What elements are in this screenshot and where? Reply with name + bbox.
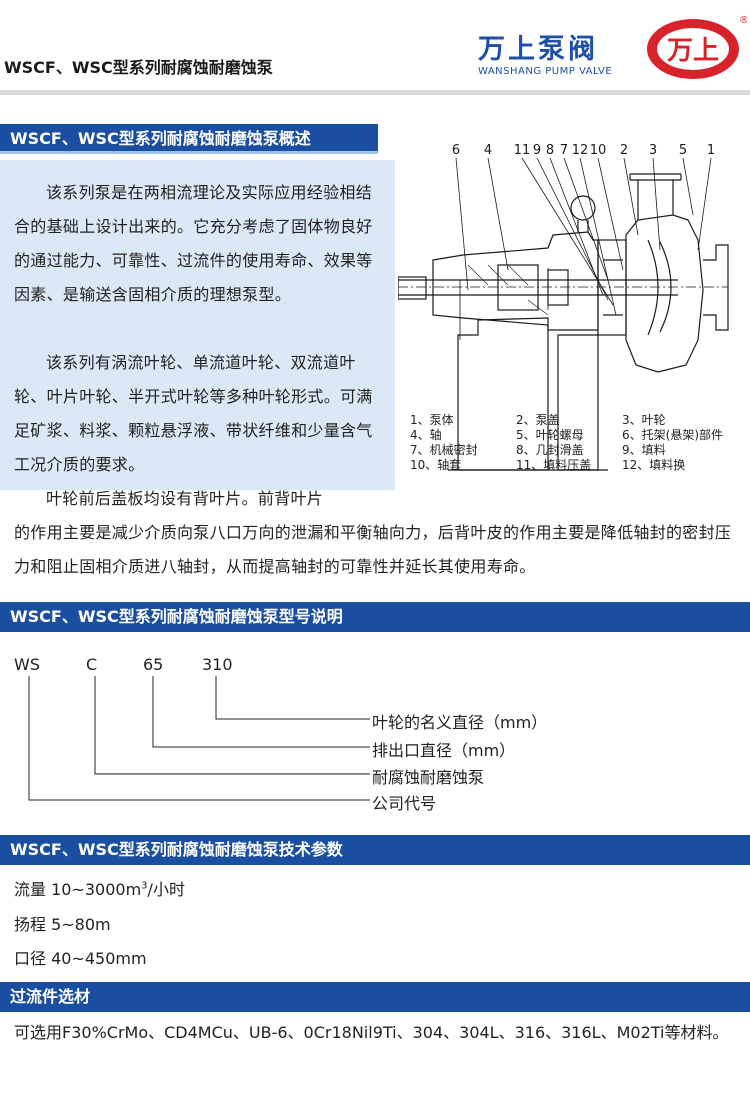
diagram-part-number: 1 <box>707 143 715 158</box>
legend-item: 7、机械密封 <box>410 443 478 457</box>
impeller <box>647 239 672 336</box>
spec-flow: 流量 10~3000m3/小时 <box>14 876 185 900</box>
spec-flow-sup: 3 <box>141 880 148 892</box>
registered-mark: ® <box>739 15 747 26</box>
legend-row: 10、轴套 11、填料压盖 12、填料换 <box>410 458 750 473</box>
model-title: WSCF、WSC型系列耐腐蚀耐磨蚀泵型号说明 <box>10 607 343 626</box>
legend-row: 1、泵体 2、泵盖 3、叶轮 <box>410 413 750 428</box>
spec-flow-suffix: /小时 <box>147 880 185 899</box>
diagram-part-number: 2 <box>620 143 628 158</box>
legend-item: 2、泵盖 <box>516 413 560 427</box>
diagram-part-number: 4 <box>484 143 492 158</box>
model-code-discharge: 65 <box>143 655 164 674</box>
legend-item: 12、填料换 <box>622 458 686 472</box>
overview-paragraph-3-start: 叶轮前后盖板均设有背叶片。前背叶片 <box>46 489 324 508</box>
page-header: WSCF、WSC型系列耐腐蚀耐磨蚀泵 万上泵阀 WANSHANG PUMP VA… <box>0 0 750 90</box>
legend-item: 11、填料压盖 <box>516 458 592 472</box>
document-title: WSCF、WSC型系列耐腐蚀耐磨蚀泵 <box>4 58 273 77</box>
legend-item: 3、叶轮 <box>622 413 666 427</box>
diagram-part-number: 5 <box>679 143 687 158</box>
header-divider <box>0 90 750 95</box>
bearing-block-2 <box>547 269 569 306</box>
discharge-nozzle <box>629 173 682 220</box>
diagram-part-number: 7 <box>560 143 568 158</box>
legend-item: 1、泵体 <box>410 413 454 427</box>
bearing-housing <box>432 231 599 331</box>
eye-bolt <box>570 195 596 221</box>
overview-title-tab <box>0 124 378 154</box>
spec-bore: 口径 40~450mm <box>14 949 147 968</box>
model-code-impeller: 310 <box>202 655 233 674</box>
model-leader-lines <box>28 676 370 801</box>
diagram-part-number: 9 <box>533 143 541 158</box>
materials-text: 可选用F30%CrMo、CD4MCu、UB-6、0Cr18Nil9Ti、304、… <box>14 1023 729 1042</box>
legend-item: 10、轴套 <box>410 458 462 472</box>
legend-item: 9、填料 <box>622 443 666 457</box>
company-logo: 万上 ® <box>647 15 747 79</box>
model-code-company: WS <box>14 655 40 674</box>
pump-casing <box>625 214 704 373</box>
overview-panel <box>0 160 395 490</box>
model-section-bar: WSCF、WSC型系列耐腐蚀耐磨蚀泵型号说明 <box>0 602 750 632</box>
diagram-part-number: 10 <box>590 143 607 158</box>
brand-name-en: WANSHANG PUMP VALVE <box>478 66 613 77</box>
model-label-discharge: 排出口直径（mm） <box>372 741 516 760</box>
overview-title: WSCF、WSC型系列耐腐蚀耐磨蚀泵概述 <box>10 129 311 148</box>
legend-row: 7、机械密封 8、几封滑盖 9、填料 <box>410 443 750 458</box>
overview-paragraph-3-rest: 的作用主要是减少介质向泵八口万向的泄漏和平衡轴向力，后背叶皮的作用主要是降低轴封… <box>14 523 732 576</box>
spec-head: 扬程 5~80m <box>14 915 111 934</box>
legend-item: 5、叶轮螺母 <box>516 428 584 442</box>
tech-section-bar: WSCF、WSC型系列耐腐蚀耐磨蚀泵技术参数 <box>0 835 750 865</box>
diagram-part-number: 3 <box>649 143 657 158</box>
overview-section-bar: WSCF、WSC型系列耐腐蚀耐磨蚀泵概述 <box>0 124 750 154</box>
overview-paragraph-2: 该系列有涡流叶轮、单流道叶轮、双流道叶轮、叶片叶轮、半开式叶轮等多种叶轮形式。可… <box>14 353 373 474</box>
tech-title: WSCF、WSC型系列耐腐蚀耐磨蚀泵技术参数 <box>10 840 343 859</box>
model-label-company: 公司代号 <box>372 794 437 813</box>
legend-item: 6、托架(悬架)部件 <box>622 428 723 442</box>
shaft-end <box>398 276 427 300</box>
diagram-part-number: 6 <box>452 143 460 158</box>
overview-paragraph-1: 该系列泵是在两相流理论及实际应用经验相结合的基础上设计出来的。它充分考虑了固体物… <box>14 183 373 304</box>
legend-item: 8、几封滑盖 <box>516 443 584 457</box>
suction-flange <box>703 244 729 331</box>
diagram-legend: 1、泵体 2、泵盖 3、叶轮 4、轴 5、叶轮螺母 6、托架(悬架)部件 7、机械密封 8、几… <box>410 413 750 473</box>
logo-text: 万上 <box>667 36 719 66</box>
materials-section-bar: 过流件选材 <box>0 982 750 1012</box>
legend-item: 4、轴 <box>410 428 442 442</box>
model-label-impeller: 叶轮的名义直径（mm） <box>372 713 548 732</box>
brand-name: 万上泵阀 WANSHANG PUMP VALVE <box>478 36 628 78</box>
bearing-block <box>497 264 539 311</box>
materials-title: 过流件选材 <box>10 987 91 1006</box>
diagram-part-number: 8 <box>546 143 554 158</box>
model-label-type: 耐腐蚀耐磨蚀泵 <box>372 768 485 787</box>
diagram-part-number: 12 <box>572 143 589 158</box>
model-code-type: C <box>86 655 98 674</box>
diagram-part-number: 11 <box>514 143 531 158</box>
legend-row: 4、轴 5、叶轮螺母 6、托架(悬架)部件 <box>410 428 750 443</box>
spec-flow-prefix: 流量 10~3000m <box>14 880 142 899</box>
brand-name-cn: 万上泵阀 <box>478 34 598 65</box>
